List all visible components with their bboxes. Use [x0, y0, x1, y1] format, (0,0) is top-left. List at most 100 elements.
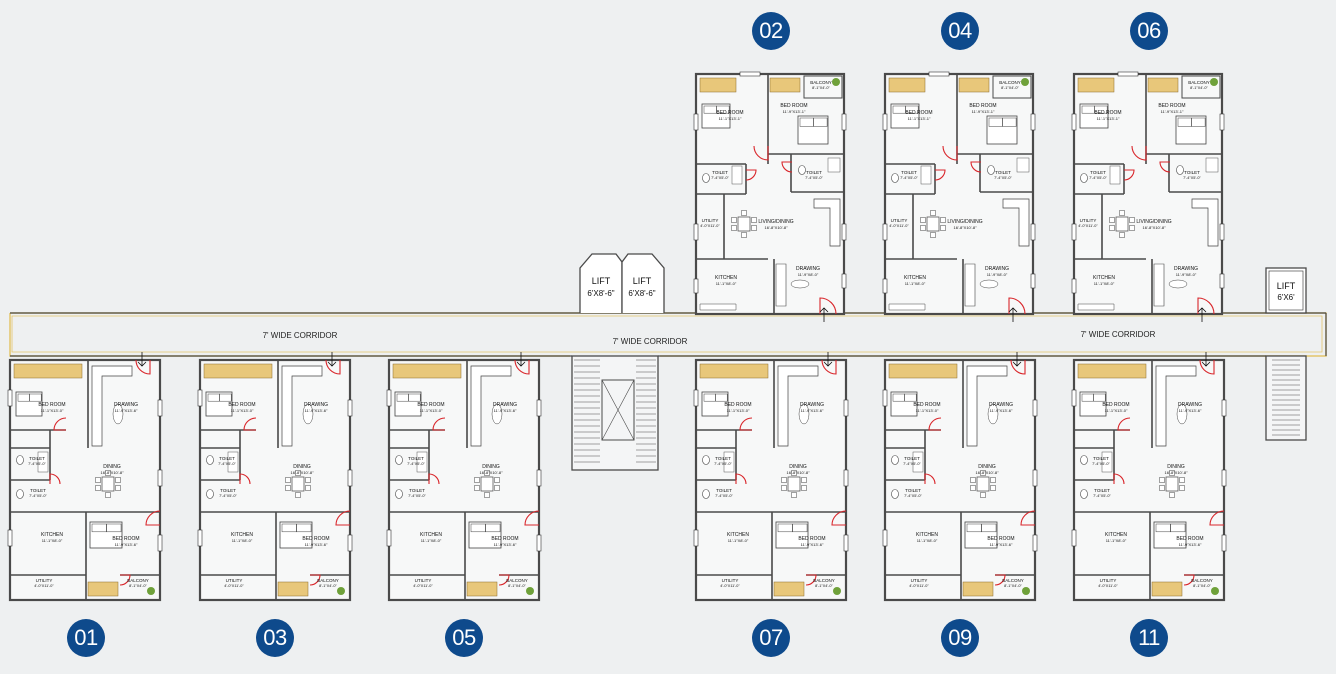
unit-05-plan: BED ROOM11'-1"X13'-0"DRAWING11'-9"X13'-6…: [386, 352, 542, 602]
bed-room-2-label: BED ROOM: [491, 536, 518, 542]
dining-dim: 16'-8"X10'-8": [1164, 470, 1188, 475]
drawing-label: DRAWING: [493, 402, 517, 408]
wc: [1176, 165, 1184, 175]
window: [1071, 529, 1077, 547]
bed-room-2-label: BED ROOM: [112, 536, 139, 542]
dining-label: DINING: [293, 464, 311, 470]
window: [1071, 389, 1077, 407]
toilet-1-label: TOILET: [1093, 456, 1109, 461]
balcony-label: BALCONY: [1191, 578, 1213, 583]
bed-room-1-dim: 11'-1"X13'-0": [916, 408, 939, 413]
door-swing: [970, 161, 982, 173]
plant-icon: [832, 78, 840, 86]
utility-dim: 4'-0"X11'-0": [720, 584, 740, 588]
window: [7, 529, 13, 547]
window: [841, 113, 847, 131]
bed: [701, 103, 731, 129]
bed: [986, 115, 1018, 145]
door-swing: [1010, 359, 1026, 375]
bed: [890, 103, 920, 129]
balcony-label: BALCONY: [1188, 80, 1210, 85]
balcony-dim: 8'-1"X4'-0": [1190, 86, 1208, 90]
window: [843, 469, 849, 487]
bed-room-1-label: BED ROOM: [417, 402, 444, 408]
shower: [827, 157, 841, 173]
wc: [1080, 455, 1088, 465]
toilet-1-dim: 7'-4"X5'-0": [714, 462, 732, 466]
door-swing: [428, 473, 440, 485]
drawing-dim: 11'-9"X13'-6": [1179, 408, 1202, 413]
toilet-2-label: TOILET: [30, 488, 46, 493]
bed-room-2-dim: 11'-9"X13'-1": [972, 109, 995, 114]
door-swing: [928, 417, 942, 431]
window: [693, 223, 699, 241]
balcony-label: BALCONY: [127, 578, 149, 583]
lift-2-size: 6'X8'-6": [628, 289, 655, 298]
wc: [987, 165, 995, 175]
balcony-area: [1181, 75, 1221, 99]
kitchen-dim: 11'-1"X8'-0": [905, 281, 926, 286]
balcony-label: BALCONY: [506, 578, 528, 583]
chair: [1129, 225, 1135, 231]
balcony-label: BALCONY: [1002, 578, 1024, 583]
door-swing: [432, 417, 446, 431]
lift-2-label: LIFT: [633, 276, 652, 286]
unit-badge-02: 02: [752, 12, 790, 50]
window: [347, 469, 353, 487]
bed-room-2-label: BED ROOM: [969, 103, 996, 109]
toilet-2-dim: 7'-4"X5'-0": [904, 494, 922, 498]
shower: [920, 165, 932, 185]
utility-dim: 4'-0"X11'-0": [1078, 224, 1098, 228]
bed-room-2-label: BED ROOM: [987, 536, 1014, 542]
chair: [285, 485, 291, 491]
window: [157, 534, 163, 552]
corridor-label-right: 7' WIDE CORRIDOR: [1081, 330, 1156, 339]
window: [386, 529, 392, 547]
window: [386, 389, 392, 407]
pillow: [981, 523, 997, 533]
toilet-2-label: TOILET: [716, 488, 732, 493]
unit-badge-05: 05: [445, 619, 483, 657]
balcony-dim: 8'-1"X4'-0": [1193, 584, 1211, 588]
chair: [741, 232, 747, 238]
balcony-label: BALCONY: [810, 80, 832, 85]
pillow: [1094, 105, 1108, 114]
wc: [16, 455, 24, 465]
chair: [920, 225, 926, 231]
toilet-2-label: TOILET: [905, 488, 921, 493]
dining-table: [291, 476, 305, 492]
kitchen-label: KITCHEN: [1105, 532, 1127, 538]
bed: [205, 391, 233, 417]
dining-table: [737, 216, 751, 232]
chair: [751, 225, 757, 231]
dining-table: [1165, 476, 1179, 492]
entry-arrow-icon: [137, 352, 147, 367]
bed-room-2-dim: 11'-9"X13'-6": [494, 542, 517, 547]
chair: [474, 485, 480, 491]
sofa: [964, 263, 976, 307]
kitchen-label: KITCHEN: [231, 532, 253, 538]
wc: [206, 489, 214, 499]
window: [197, 389, 203, 407]
toilet-2-dim: 7'-4"X5'-0": [219, 494, 237, 498]
coffee-table: [987, 403, 999, 425]
balcony-label: BALCONY: [999, 80, 1021, 85]
wardrobe: [1147, 77, 1179, 93]
kitchen-label: KITCHEN: [727, 532, 749, 538]
shower: [1101, 451, 1113, 473]
door-swing: [49, 473, 61, 485]
door-swing: [1123, 169, 1135, 181]
wc: [395, 489, 403, 499]
balcony-label: BALCONY: [317, 578, 339, 583]
drawing-dim: 11'-9"X8'-0": [987, 272, 1008, 277]
lift-1: LIFT 6'X8'-6": [579, 253, 623, 313]
toilet-1-dim: 7'-4"X5'-0": [407, 462, 425, 466]
chair: [1169, 470, 1175, 476]
window: [536, 469, 542, 487]
door-swing: [1199, 359, 1215, 375]
bed-room-1-label: BED ROOM: [913, 402, 940, 408]
coffee-table: [491, 403, 503, 425]
utility-label: UTILITY: [226, 578, 243, 583]
chair: [95, 477, 101, 483]
